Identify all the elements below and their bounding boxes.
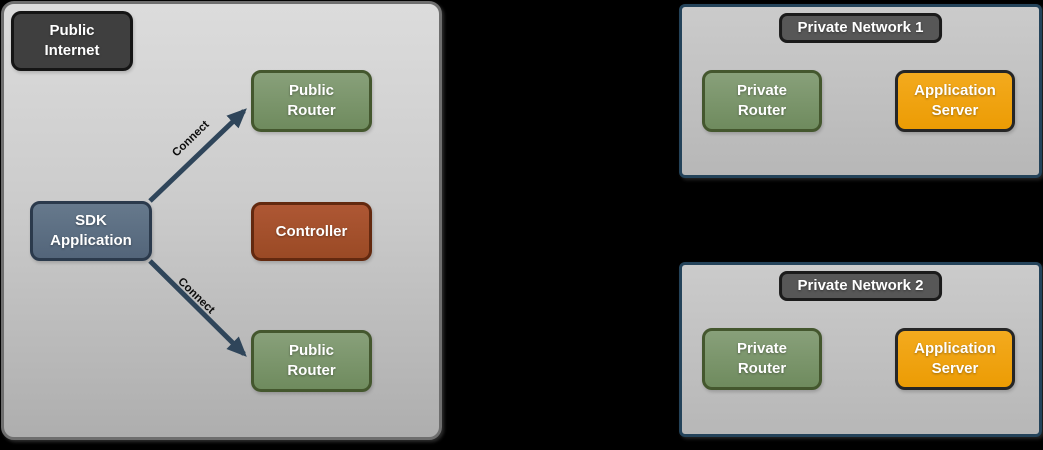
node-label-line: Router [737,102,787,119]
node-sdk-application: SDK Application [30,201,152,261]
node-label-line: SDK [75,212,107,230]
node-label-line: Server [931,360,979,377]
public-internet-cluster: Connect Connect Public Internet Public R… [1,1,442,440]
private-network-2-title: Private Network 2 [778,271,943,301]
node-label-line: Router [287,102,336,119]
private-network-1-container: Private Network 1 Private Router Applica… [679,4,1042,178]
private-network-2-container: Private Network 2 Private Router Applica… [679,262,1042,437]
node-label-line: Application [914,82,996,100]
node-label-line: Application [914,340,996,358]
connect-arrow-bottom [148,259,247,357]
connect-arrow-bottom-label: Connect [175,275,217,317]
node-label-line: Private [736,82,788,100]
node-label-line: Server [931,102,979,119]
node-application-server-1: Application Server [895,70,1015,132]
node-controller: Controller [251,202,372,261]
node-label-line: Router [737,360,787,377]
node-public-router-top: Public Router [251,70,372,132]
node-label-line: Private [736,340,788,358]
node-label-line: Internet [44,42,100,59]
node-label-line: Public [288,82,334,100]
node-label-line: Public [288,342,334,360]
public-internet-tag: Public Internet [11,11,133,71]
private-network-1-title: Private Network 1 [778,13,943,43]
node-private-router-1: Private Router [702,70,822,132]
node-application-server-2: Application Server [895,328,1015,390]
node-private-router-2: Private Router [702,328,822,390]
node-public-router-bottom: Public Router [251,330,372,392]
node-label-line: Application [50,232,132,249]
node-label-line: Router [287,362,336,379]
connect-arrow-top-label: Connect [170,118,212,160]
node-label-line: Controller [275,222,348,240]
node-label-line: Public [49,22,95,40]
